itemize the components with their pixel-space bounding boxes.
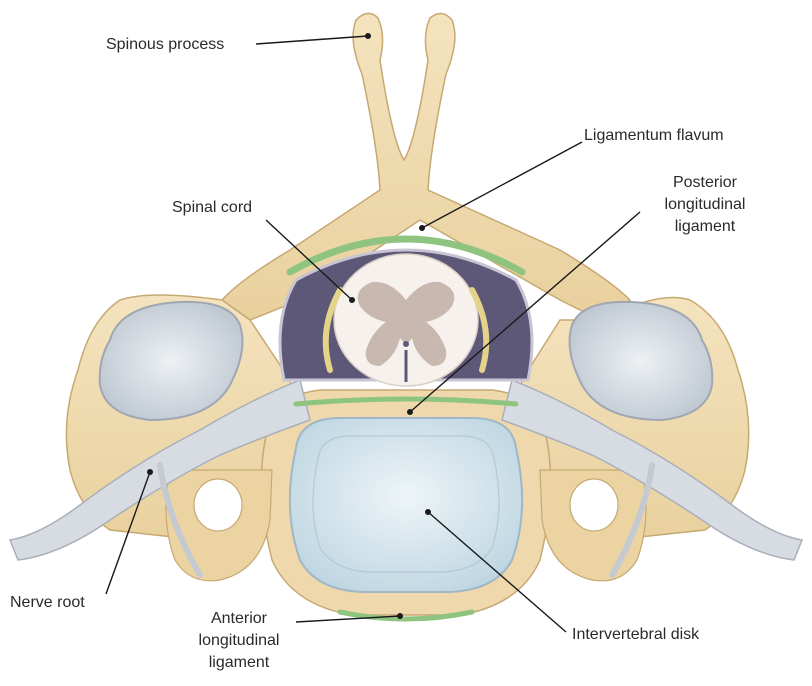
- dot-posterior-ligament: [407, 409, 413, 415]
- dot-nerve-root: [147, 469, 153, 475]
- dot-intervertebral-disk: [425, 509, 431, 515]
- leader-spinous-process: [256, 36, 368, 44]
- label-anterior-longitudinal-ligament: Anterior longitudinal ligament: [186, 608, 292, 674]
- label-anterior-line-2: longitudinal: [186, 630, 292, 652]
- dot-spinal-cord: [349, 297, 355, 303]
- right-transverse-foramen: [570, 479, 618, 531]
- label-spinous-process: Spinous process: [106, 34, 224, 56]
- leader-ligamentum-flavum: [422, 142, 582, 228]
- dot-anterior-ligament: [397, 613, 403, 619]
- label-intervertebral-disk: Intervertebral disk: [572, 624, 699, 646]
- label-posterior-line-3: ligament: [646, 216, 764, 238]
- label-anterior-line-3: ligament: [186, 652, 292, 674]
- left-transverse-foramen: [194, 479, 242, 531]
- label-anterior-line-1: Anterior: [186, 608, 292, 630]
- dot-ligamentum-flavum: [419, 225, 425, 231]
- label-spinal-cord: Spinal cord: [172, 197, 252, 219]
- label-nerve-root: Nerve root: [10, 592, 85, 614]
- central-canal: [403, 341, 409, 347]
- label-posterior-longitudinal-ligament: Posterior longitudinal ligament: [646, 172, 764, 238]
- label-posterior-line-2: longitudinal: [646, 194, 764, 216]
- label-posterior-line-1: Posterior: [646, 172, 764, 194]
- label-ligamentum-flavum: Ligamentum flavum: [584, 125, 724, 147]
- dot-spinous-process: [365, 33, 371, 39]
